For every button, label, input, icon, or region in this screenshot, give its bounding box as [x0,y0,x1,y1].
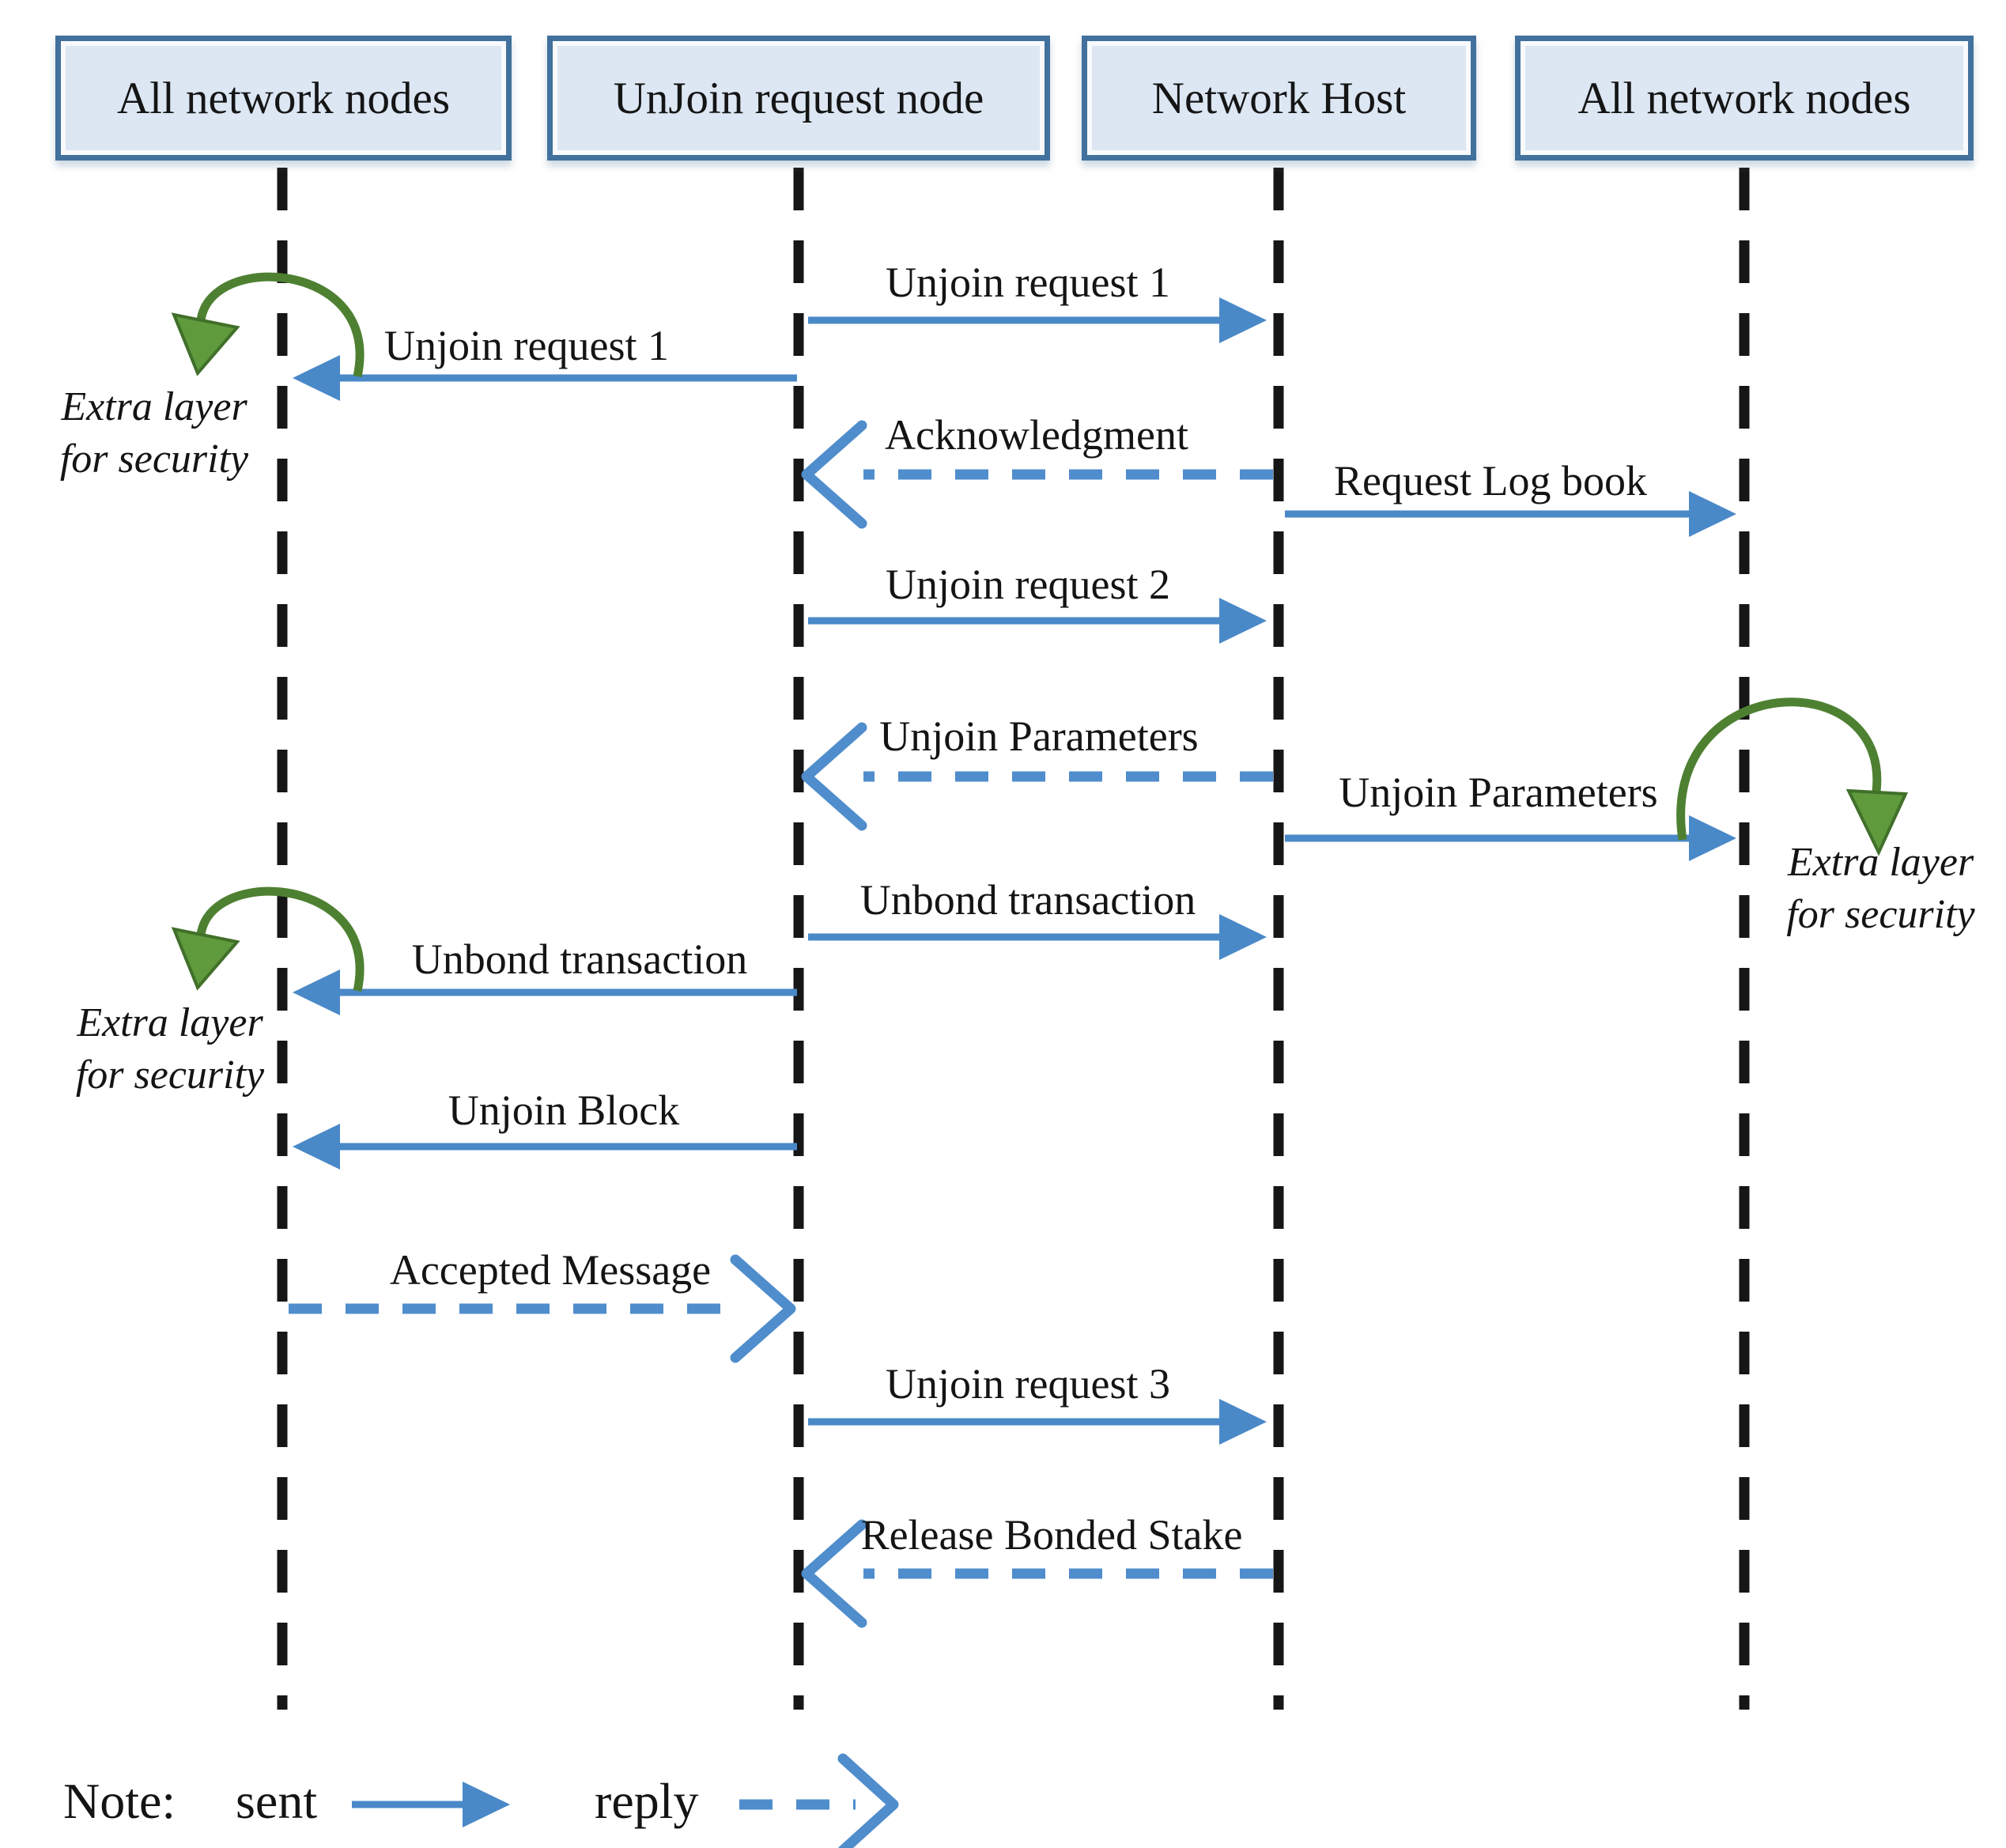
actor-label: All network nodes [1577,73,1911,123]
security-annotation-right: Extra layer for security [1776,837,1985,941]
annotation-line: for security [59,436,249,482]
arrow-release-bonded-stake [801,1519,1273,1628]
annotation-line: for security [1786,892,1975,937]
legend-reply-arrow [739,1753,899,1848]
actor-box-network-host: Network Host [1082,36,1476,161]
security-arc-left-bottom [171,886,365,992]
security-arc-left-top [171,272,365,378]
actor-box-all-network-nodes-left: All network nodes [55,36,512,161]
security-arcs [171,272,1909,992]
annotation-line: Extra layer [61,384,247,429]
security-annotation-left-bottom: Extra layer for security [43,997,297,1102]
actor-label: UnJoin request node [613,73,984,123]
legend-note-label: Note: [63,1773,176,1829]
arrow-unjoin-parameters-reply [801,722,1273,831]
lifelines [277,168,1750,1710]
message-label-acknowledgment: Acknowledgment [885,411,1188,459]
message-label-accepted-message: Accepted Message [389,1246,712,1294]
message-label-unjoin-request-1-sent: Unjoin request 1 [886,259,1170,306]
arrow-unjoin-request-1-to-host [808,297,1267,343]
message-label-unjoin-request-2: Unjoin request 2 [886,561,1170,608]
arrow-unbond-transaction-to-host [808,914,1267,960]
message-label-unjoin-request-1-broadcast: Unjoin request 1 [384,322,669,369]
message-label-unbond-transaction-broadcast: Unbond transaction [411,935,748,983]
actor-label: All network nodes [116,73,451,123]
message-label-unjoin-parameters-reply: Unjoin Parameters [879,712,1199,760]
message-label-release-bonded-stake: Release Bonded Stake [860,1511,1243,1559]
annotation-line: Extra layer [77,1000,263,1045]
actor-box-unjoin-request-node: UnJoin request node [547,36,1050,161]
annotation-line: Extra layer [1787,840,1974,885]
arrow-request-log-book [1285,491,1736,537]
message-label-request-log-book: Request Log book [1334,457,1647,505]
message-label-unjoin-block: Unjoin Block [448,1087,680,1134]
legend-arrows [352,1753,899,1848]
arrow-unbond-transaction-to-nodes [293,969,797,1015]
message-label-unbond-transaction-sent: Unbond transaction [859,876,1196,924]
annotation-line: for security [75,1052,265,1098]
arrow-unjoin-block [293,1124,797,1170]
arrow-unjoin-request-3 [808,1399,1267,1445]
sent-arrows [293,297,1736,1445]
actor-label: Network Host [1151,73,1407,123]
arrow-acknowledgment [801,420,1273,529]
security-arc-right [1676,697,1909,856]
security-annotation-left-top: Extra layer for security [28,381,281,486]
legend-sent-label: sent [236,1773,318,1829]
legend-sent-arrow [352,1782,510,1827]
message-label-unjoin-request-3: Unjoin request 3 [886,1360,1170,1408]
arrow-unjoin-request-2 [808,598,1267,644]
arrow-unjoin-parameters-to-nodes [1285,815,1736,861]
arrow-accepted-message [289,1254,796,1363]
reply-arrows [289,420,1273,1628]
legend-reply-label: reply [595,1773,699,1829]
actor-box-all-network-nodes-right: All network nodes [1515,36,1974,161]
arrow-unjoin-request-1-to-nodes [293,355,797,401]
message-label-unjoin-parameters-broadcast: Unjoin Parameters [1339,769,1658,816]
